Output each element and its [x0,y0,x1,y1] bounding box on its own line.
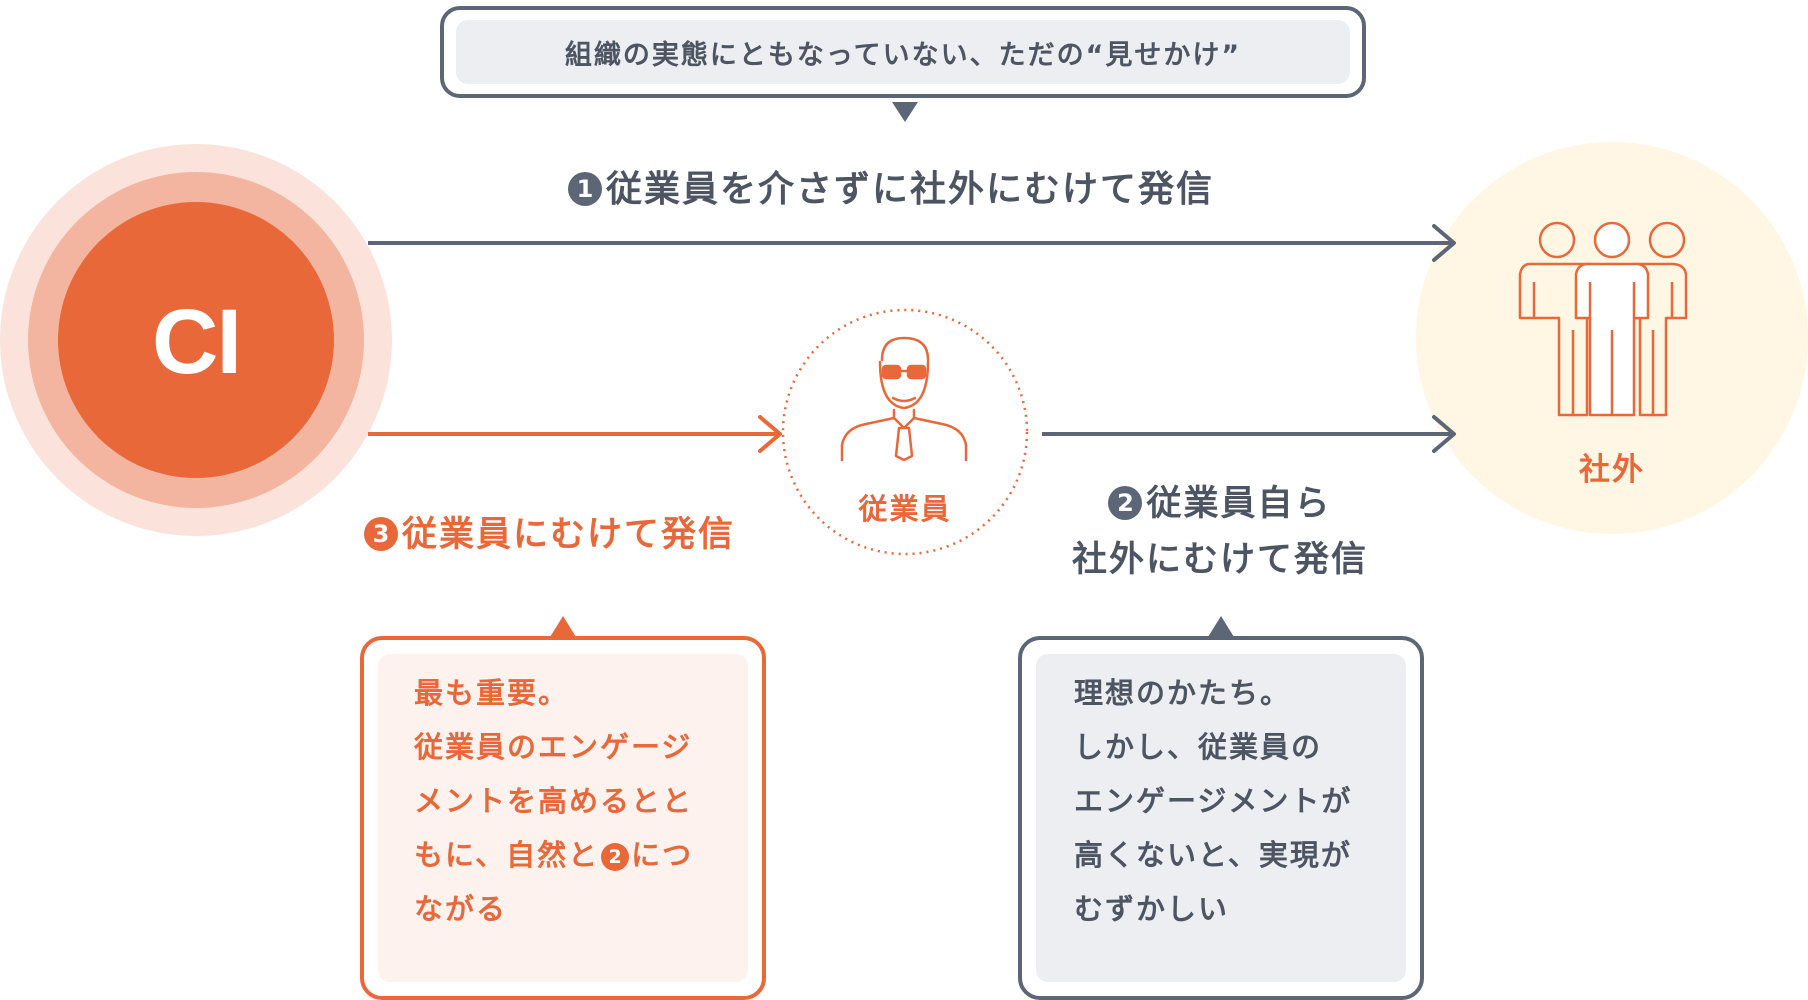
bubble-top: 組織の実態にともなっていない、ただの“見せかけ” [440,6,1366,98]
outside-label: 社外 [1579,452,1645,488]
bubble-top-text: 組織の実態にともなっていない、ただの“見せかけ” [456,20,1350,84]
route-2-number-badge: 2 [1108,486,1143,520]
box-right: 理想のかたち。 しかし、従業員の エンゲージメントが 高くないと、実現が むずか… [1018,636,1424,1000]
route-1-text: 従業員を介さずに社外にむけて発信 [606,169,1215,210]
box-left-number-badge: 2 [601,843,630,871]
ci-label: CI [152,291,242,393]
arrow-3-head [758,415,782,453]
route-2-line-2: 社外にむけて発信 [1071,540,1368,580]
box-left-inner [378,654,748,982]
route-1-number-badge: 1 [568,172,602,206]
arrow-1-head [1432,224,1456,262]
employee-person-icon [840,336,968,462]
box-right-text: 理想のかたち。 しかし、従業員の エンゲージメントが 高くないと、実現が むずか… [1074,676,1353,926]
bubble-top-pointer [892,102,918,122]
box-right-inner [1036,654,1406,982]
route-3-number-badge: 3 [364,517,398,551]
box-right-pointer [1208,616,1234,637]
route-3-text: 従業員にむけて発信 [402,515,736,555]
ci-core [58,202,334,478]
box-left-pointer [550,616,576,637]
employee-label: 従業員 [858,492,952,526]
arrow-2-head [1432,415,1456,453]
employee-circle [781,308,1029,556]
people-group-icon [1518,221,1688,417]
